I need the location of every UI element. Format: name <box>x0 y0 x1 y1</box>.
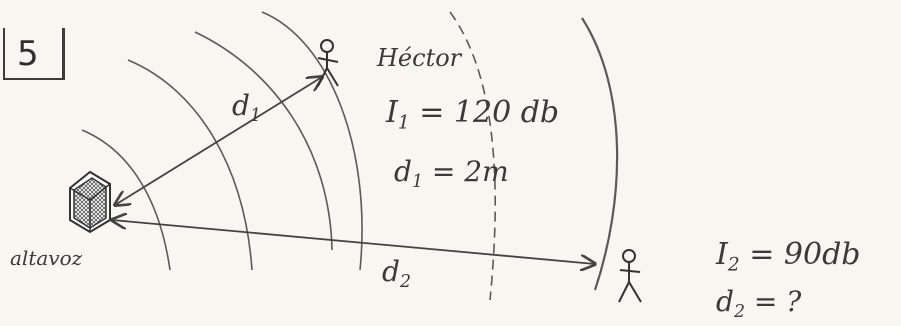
distance-value: = 2m <box>431 155 509 188</box>
speaker-icon <box>69 170 111 234</box>
problem-number-box: 5 <box>3 28 65 80</box>
wavefront-4 <box>261 11 363 271</box>
distance-subscript: 1 <box>249 106 261 127</box>
distance-symbol: d <box>394 155 412 188</box>
distance-subscript: 2 <box>733 302 745 323</box>
intensity-symbol: I <box>386 95 398 130</box>
distance-label-d2: d2 <box>382 258 411 291</box>
distance-1: d1 = 2m <box>394 158 509 191</box>
intensity-1: I1 = 120 db <box>386 98 559 133</box>
distance-label-d1: d1 <box>232 92 261 125</box>
person1-name: Héctor <box>377 44 462 72</box>
intensity-value: = 120 db <box>419 95 560 130</box>
distance-symbol: d <box>382 255 400 288</box>
intensity-symbol: I <box>716 237 728 272</box>
person-icon <box>317 39 339 87</box>
intensity-value: = 90db <box>749 237 861 272</box>
wavefront-6 <box>581 17 619 291</box>
intensity-subscript: 1 <box>397 112 410 134</box>
person-icon <box>618 249 642 303</box>
intensity-2: I2 = 90db <box>716 240 861 275</box>
distance-2: d2 = ? <box>716 288 801 321</box>
distance-symbol: d <box>716 285 734 318</box>
distance-symbol: d <box>232 89 250 122</box>
distance-subscript: 2 <box>399 272 411 293</box>
distance-arrow-d2 <box>112 220 595 264</box>
sound-wavefronts <box>81 11 619 301</box>
intensity-subscript: 2 <box>727 254 740 276</box>
problem-number: 5 <box>17 34 39 74</box>
distance-subscript: 1 <box>411 172 423 193</box>
distance-arrow-d1 <box>115 77 322 205</box>
distance-value: = ? <box>753 285 802 318</box>
speaker-label: altavoz <box>10 246 83 270</box>
